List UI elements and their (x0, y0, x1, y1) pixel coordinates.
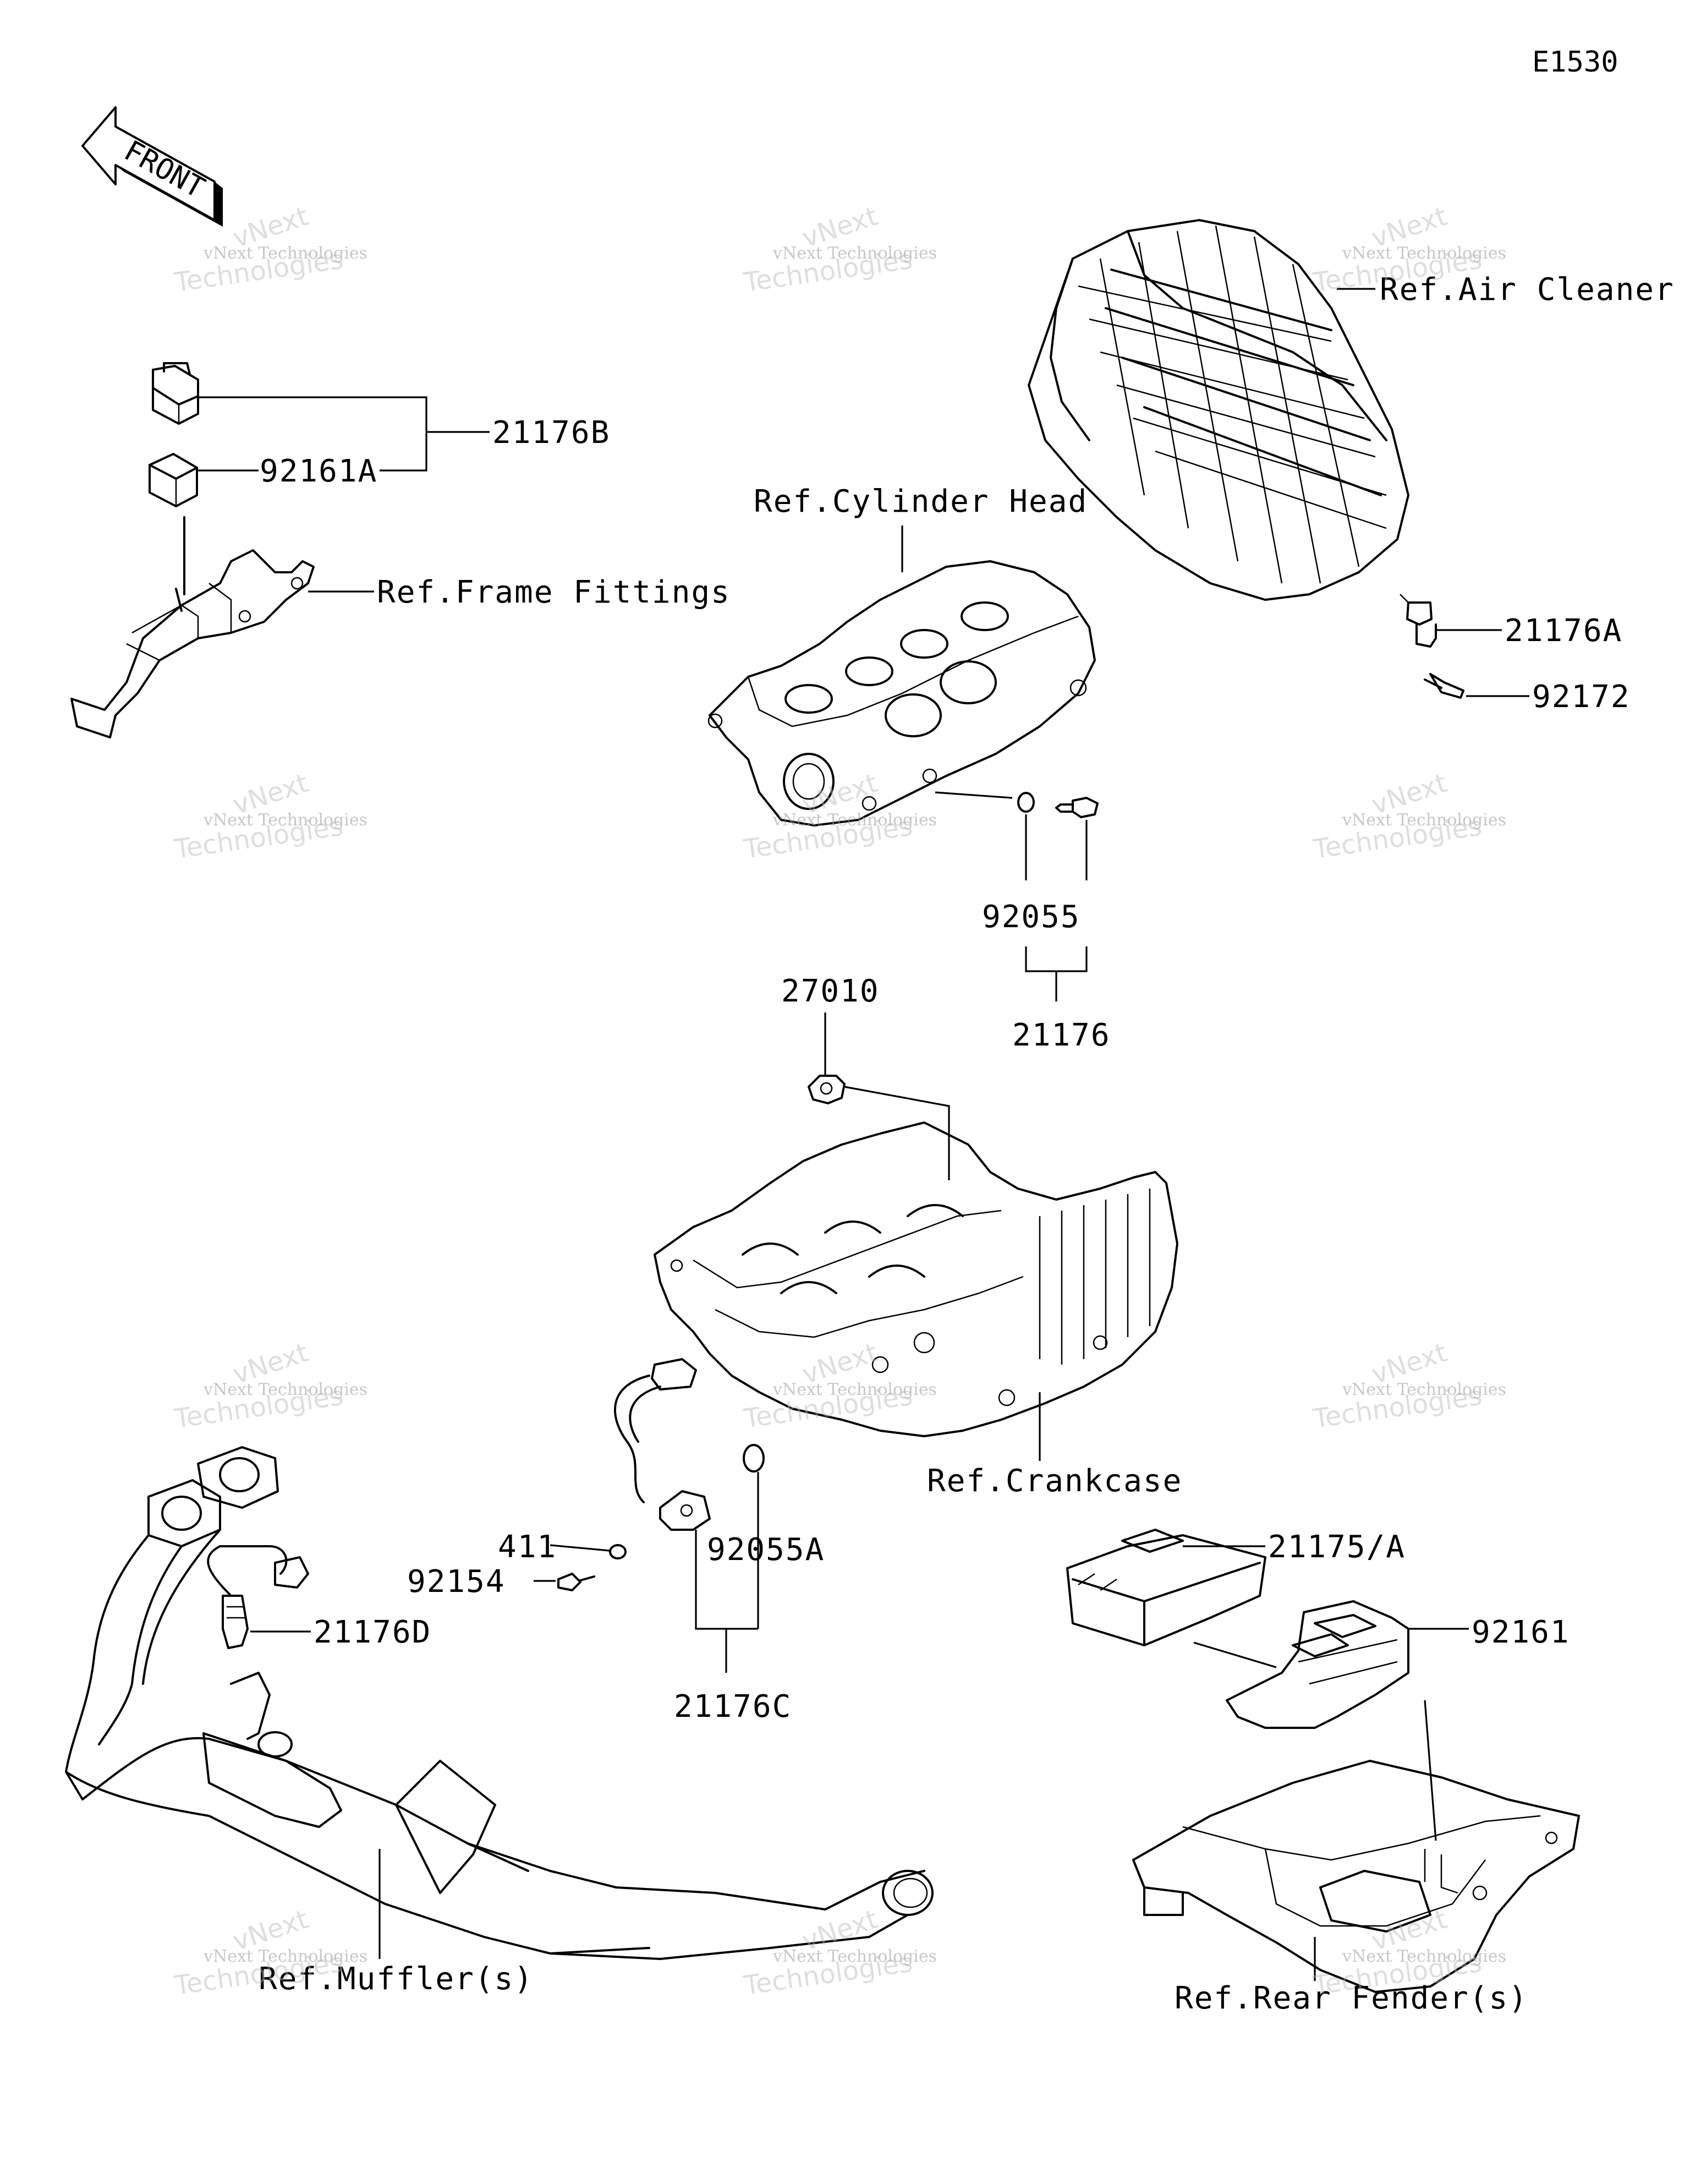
part-number-92172: 92172 (1532, 679, 1631, 715)
exhaust-system (65, 1446, 934, 1960)
svg-text:vNext Technologies: vNext Technologies (203, 1380, 367, 1399)
part-number-92154: 92154 (407, 1564, 506, 1600)
crankcase (654, 1121, 1178, 1437)
part-number-411: 411 (498, 1529, 557, 1565)
holder-92161 (1226, 1600, 1409, 1729)
ref-air-cleaner-label: Ref.Air Cleaner (1380, 272, 1675, 308)
svg-text:vNext Technologies: vNext Technologies (1342, 1380, 1506, 1399)
part-number-92055: 92055 (982, 899, 1080, 935)
sensor-21176 (1055, 797, 1099, 818)
air-cleaner-housing (1028, 219, 1409, 601)
rear-fender (1132, 1760, 1580, 1993)
svg-text:vNext Technologies: vNext Technologies (772, 244, 937, 263)
part-number-21176B: 21176B (492, 415, 610, 451)
part-number-92161A: 92161A (260, 453, 377, 489)
svg-text:vNext Technologies: vNext Technologies (203, 1947, 367, 1966)
part-number-21176: 21176 (1012, 1017, 1111, 1053)
svg-text:vNext Technologies: vNext Technologies (203, 244, 367, 263)
sensor-21176A (1400, 594, 1437, 648)
part-number-21176A: 21176A (1505, 613, 1622, 649)
diagram-code: E1530 (1532, 46, 1618, 79)
watermark: vNext vNext Technologies Technologies (172, 768, 367, 865)
watermark: vNext vNext Technologies Technologies (742, 768, 937, 865)
watermark: vNext vNext Technologies Technologies (172, 201, 367, 298)
svg-text:vNext Technologies: vNext Technologies (772, 811, 937, 830)
ref-rear-fenders-label: Ref.Rear Fender(s) (1175, 1980, 1528, 2016)
part-number-27010: 27010 (781, 973, 880, 1009)
cover-92161A (149, 453, 198, 507)
o-ring-92055 (1017, 792, 1035, 813)
o-ring-92055A (743, 1444, 765, 1473)
connector-21176B (152, 362, 199, 425)
svg-text:vNext Technologies: vNext Technologies (1342, 811, 1506, 830)
watermark: vNext vNext Technologies Technologies (742, 201, 937, 298)
watermark: vNext vNext Technologies Technologies (1311, 768, 1506, 865)
watermark: vNext vNext Technologies Technologies (1311, 1337, 1506, 1435)
front-arrow-label: FRONT (119, 134, 210, 205)
svg-text:vNext Technologies: vNext Technologies (203, 811, 367, 830)
watermark: vNext vNext Technologies Technologies (1311, 201, 1506, 298)
svg-text:vNext Technologies: vNext Technologies (772, 1380, 937, 1399)
o2-sensor-21176D (207, 1545, 309, 1649)
ecu-21175A (1066, 1529, 1266, 1646)
part-number-92161: 92161 (1472, 1614, 1570, 1650)
part-number-21176D: 21176D (314, 1614, 431, 1650)
svg-text:vNext Technologies: vNext Technologies (1342, 1947, 1506, 1966)
cylinder-head (707, 560, 1096, 826)
screw-92172 (1424, 673, 1464, 699)
watermark: vNext vNext Technologies Technologies (742, 1904, 937, 2001)
svg-text:vNext Technologies: vNext Technologies (772, 1947, 937, 1966)
front-arrow-icon: FRONT (81, 106, 223, 227)
svg-text:vNext Technologies: vNext Technologies (1342, 244, 1506, 263)
part-number-92055A: 92055A (707, 1532, 825, 1568)
watermark: vNext vNext Technologies Technologies (172, 1337, 367, 1435)
ref-crankcase-label: Ref.Crankcase (927, 1463, 1182, 1499)
switch-27010 (808, 1075, 846, 1104)
ref-frame-fittings-label: Ref.Frame Fittings (377, 574, 731, 610)
part-number-21176C: 21176C (674, 1689, 792, 1725)
part-number-21175A: 21175/A (1268, 1529, 1406, 1565)
ref-cylinder-head-label: Ref.Cylinder Head (754, 484, 1088, 519)
watermark: vNext vNext Technologies Technologies (742, 1337, 937, 1435)
sensor-21176C (613, 1358, 711, 1531)
bolt-92154 (557, 1573, 595, 1591)
frame-fitting-bracket (70, 516, 315, 738)
ref-mufflers-label: Ref.Muffler(s) (259, 1961, 534, 1997)
washer-411 (609, 1544, 627, 1559)
